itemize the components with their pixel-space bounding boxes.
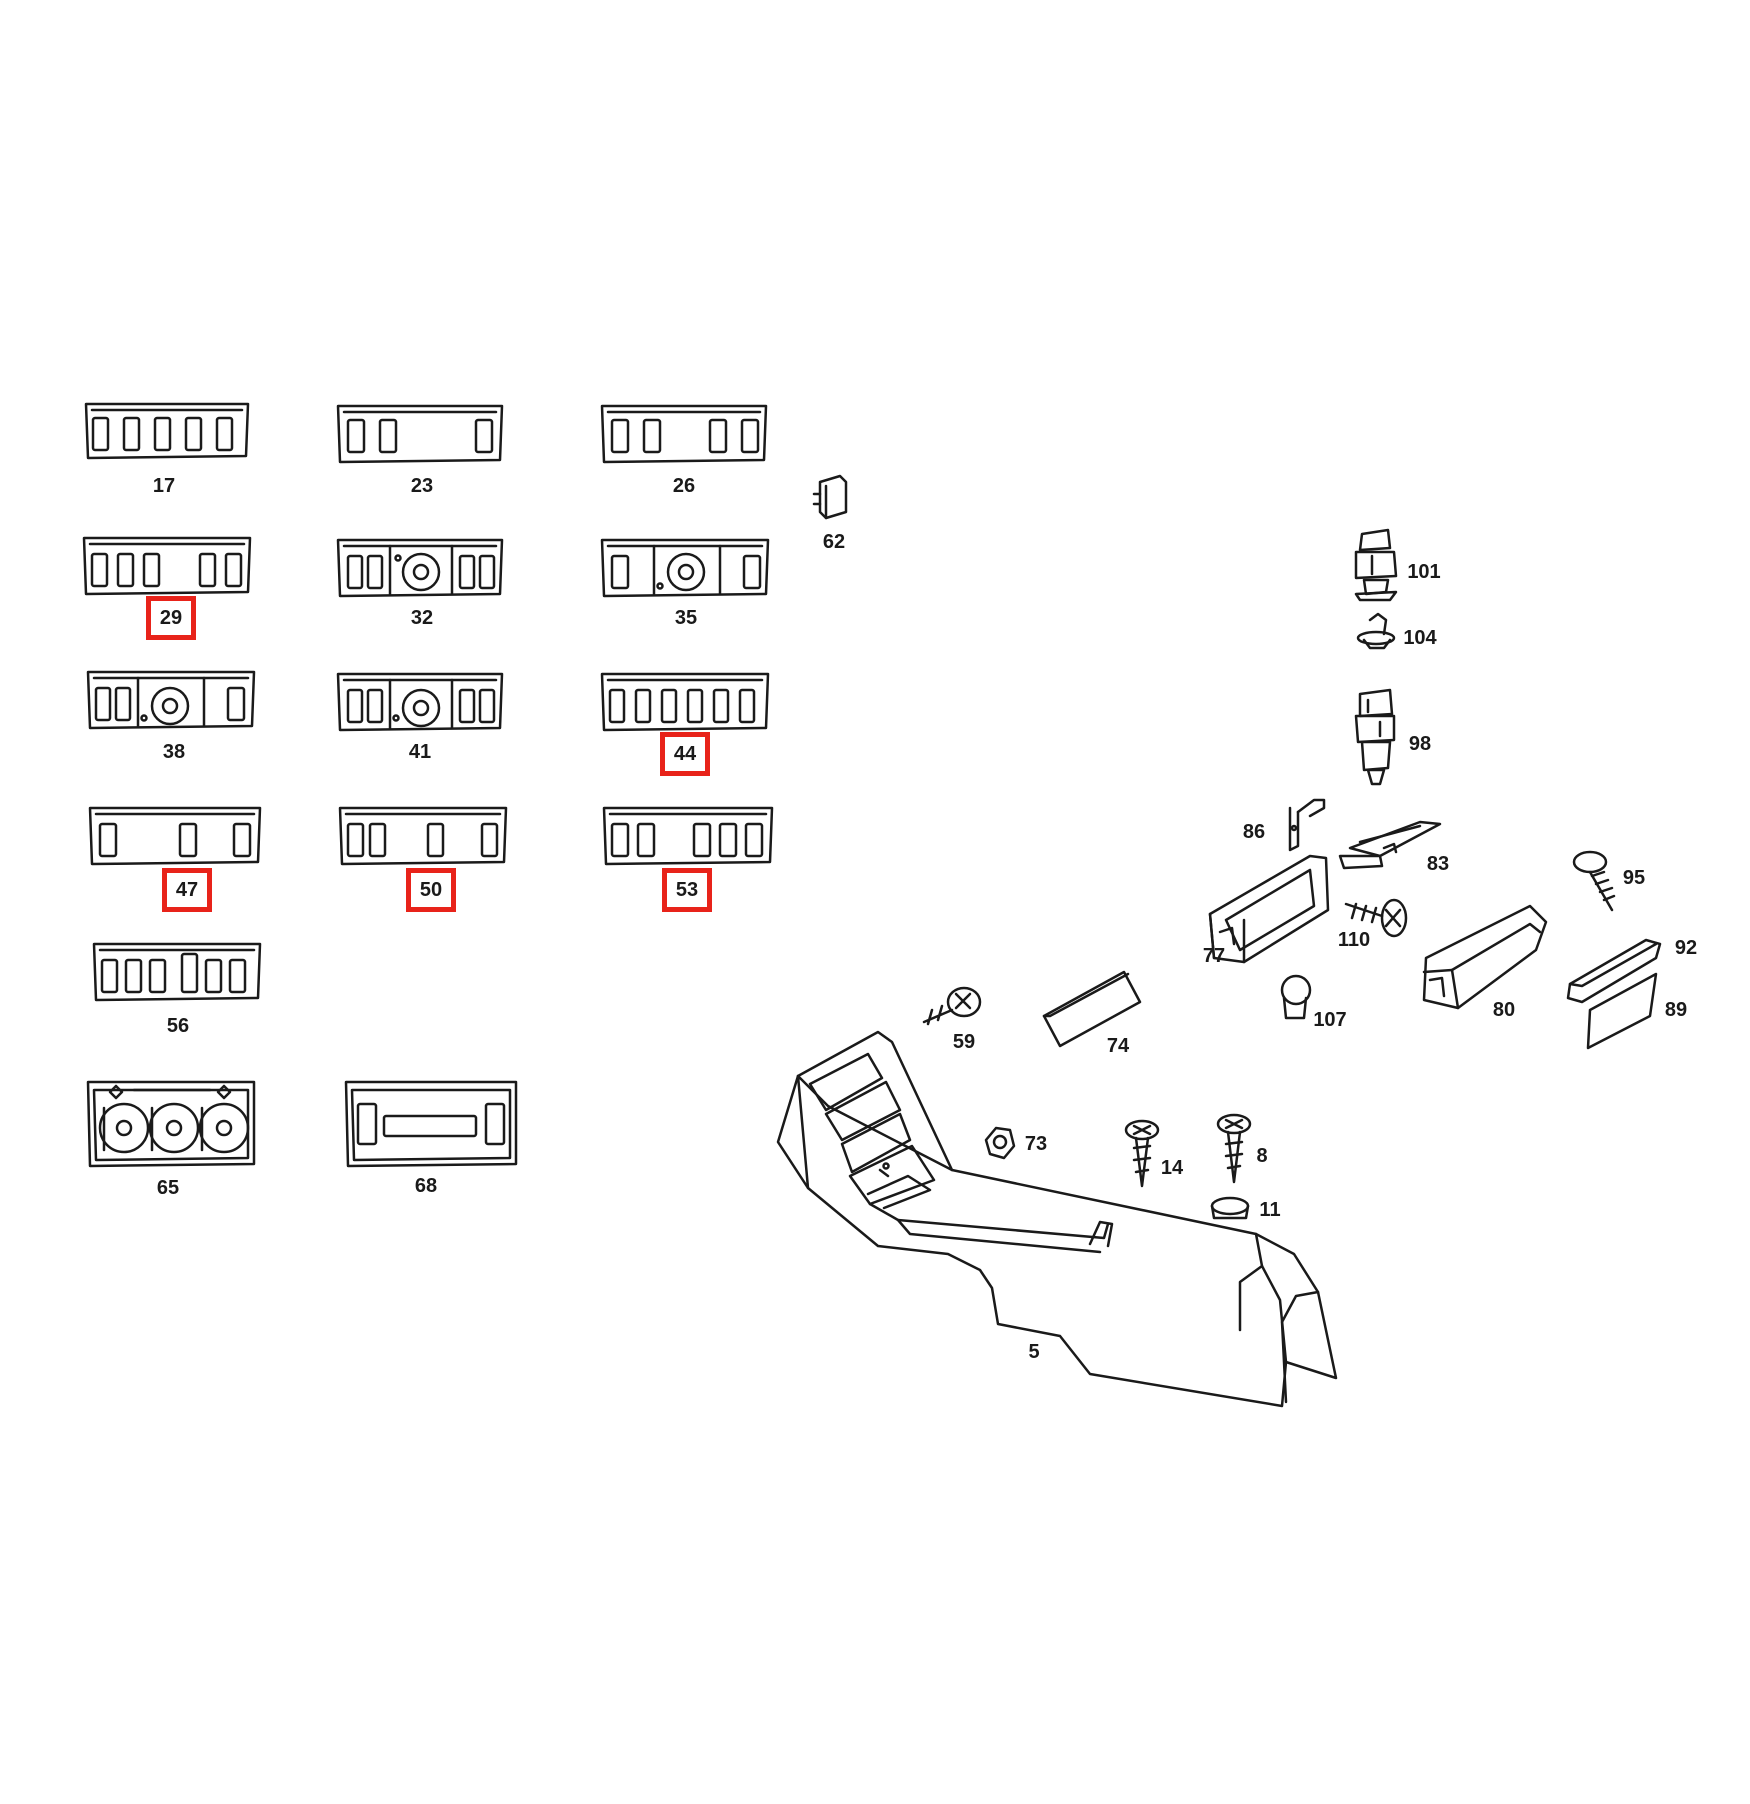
screw-59	[922, 986, 982, 1026]
switch-panel-53	[602, 806, 774, 866]
ashtray-80	[1422, 904, 1548, 1010]
switch-panel-38	[86, 670, 256, 730]
switch-panel-29	[82, 536, 252, 596]
screw-8	[1216, 1113, 1252, 1184]
switch-panel-32	[336, 538, 504, 598]
screw-95	[1572, 850, 1616, 912]
part-label-53: 53	[662, 868, 712, 912]
part-label-50: 50	[406, 868, 456, 912]
switch-panel-23	[336, 404, 504, 464]
bulb-107	[1280, 974, 1312, 1020]
blank-plate-74	[1042, 970, 1142, 1048]
switch-panel-44	[600, 672, 770, 732]
part-label-56: 56	[166, 1015, 190, 1037]
grommet-11	[1210, 1196, 1250, 1220]
insert-89	[1586, 972, 1658, 1050]
part-label-89: 89	[1664, 999, 1688, 1021]
screw-110	[1344, 898, 1408, 938]
clip-104	[1356, 612, 1396, 650]
part-label-14: 14	[1160, 1157, 1184, 1179]
part-label-77: 77	[1202, 945, 1226, 967]
part-label-83: 83	[1426, 853, 1450, 875]
ashtray-housing-77	[1208, 854, 1330, 964]
part-label-32: 32	[410, 607, 434, 629]
switch-panel-56	[92, 942, 262, 1002]
switch-panel-17	[84, 402, 250, 460]
part-label-23: 23	[410, 475, 434, 497]
lighter-socket-101	[1354, 528, 1398, 602]
part-label-107: 107	[1313, 1009, 1347, 1031]
bracket-86	[1288, 798, 1326, 852]
part-label-41: 41	[408, 741, 432, 763]
part-label-80: 80	[1492, 999, 1516, 1021]
part-label-11: 11	[1259, 1199, 1281, 1221]
lighter-98	[1354, 688, 1396, 786]
clip-62	[812, 474, 848, 520]
cover-92	[1566, 938, 1662, 1004]
part-label-44: 44	[660, 732, 710, 776]
part-label-86: 86	[1242, 821, 1266, 843]
screw-14	[1124, 1119, 1160, 1188]
climate-panel-65	[86, 1080, 256, 1168]
part-label-73: 73	[1024, 1133, 1048, 1155]
part-label-104: 104	[1403, 627, 1437, 649]
part-label-26: 26	[672, 475, 696, 497]
part-label-38: 38	[162, 741, 186, 763]
part-label-95: 95	[1622, 867, 1646, 889]
switch-panel-41	[336, 672, 504, 732]
part-label-74: 74	[1106, 1035, 1130, 1057]
part-label-59: 59	[952, 1031, 976, 1053]
holder-83	[1338, 820, 1442, 870]
part-label-92: 92	[1674, 937, 1698, 959]
switch-panel-47	[88, 806, 262, 866]
part-label-98: 98	[1408, 733, 1432, 755]
part-label-47: 47	[162, 868, 212, 912]
part-label-101: 101	[1407, 561, 1441, 583]
part-label-62: 62	[822, 531, 846, 553]
center-console-5	[776, 1030, 1338, 1408]
part-label-5: 5	[1028, 1341, 1040, 1363]
part-label-110: 110	[1337, 929, 1371, 951]
part-label-65: 65	[156, 1177, 180, 1199]
switch-panel-26	[600, 404, 768, 464]
radio-panel-68	[344, 1080, 518, 1168]
switch-panel-50	[338, 806, 508, 866]
part-label-17: 17	[152, 475, 176, 497]
nut-73	[984, 1126, 1016, 1160]
switch-panel-35	[600, 538, 770, 598]
part-label-8: 8	[1256, 1145, 1268, 1167]
part-label-35: 35	[674, 607, 698, 629]
part-label-68: 68	[414, 1175, 438, 1197]
part-label-29: 29	[146, 596, 196, 640]
